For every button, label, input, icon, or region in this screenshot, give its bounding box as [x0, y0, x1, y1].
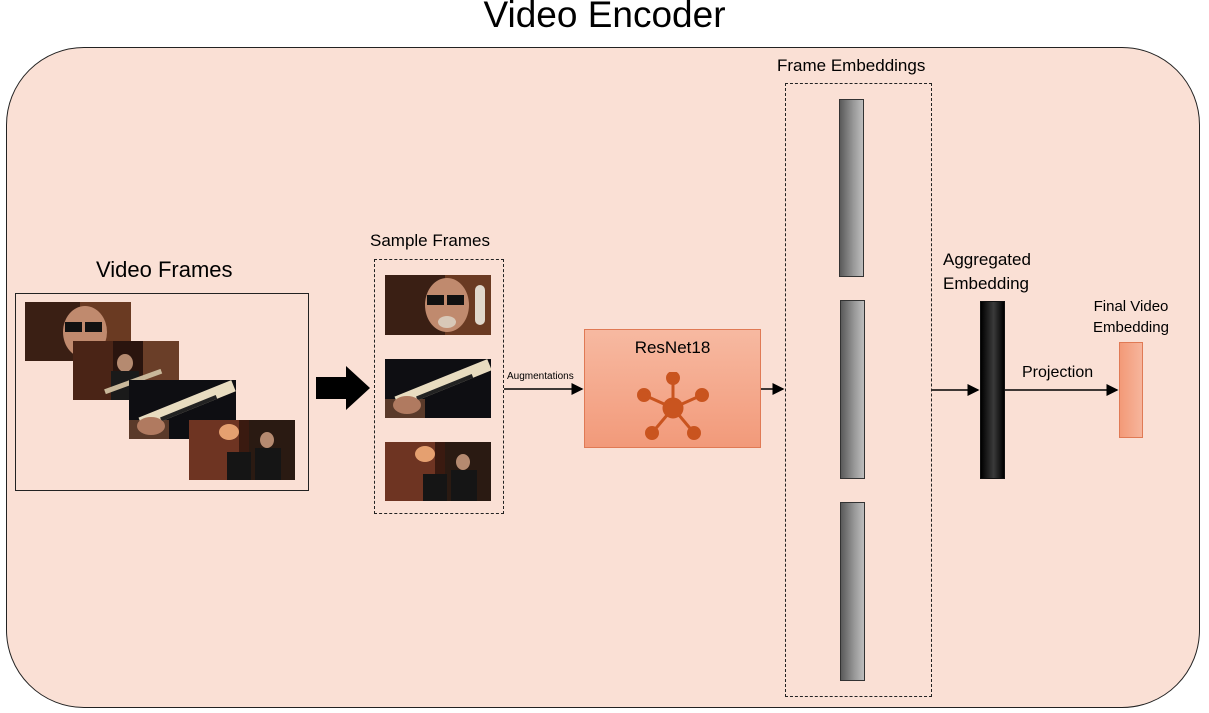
sample-frame-thumbnail	[385, 442, 491, 501]
final-video-embedding-label-line1: Final Video	[1093, 298, 1169, 315]
video-frames-box	[15, 293, 309, 491]
projection-label: Projection	[1022, 364, 1094, 381]
aggregated-embedding-label-line1: Aggregated	[943, 250, 1031, 269]
frame-embeddings-box	[785, 83, 932, 697]
sample-frame-thumbnail	[385, 275, 491, 335]
resnet18-block: ResNet18	[584, 329, 761, 448]
sample-frame-thumbnail	[385, 359, 491, 418]
aggregated-embedding-label-line2: Embedding	[943, 274, 1030, 293]
frame-embedding-vector	[840, 300, 865, 479]
frame-embedding-vector	[840, 502, 865, 681]
final-video-embedding-label-line2: Embedding	[1093, 319, 1169, 336]
resnet18-label: ResNet18	[634, 338, 711, 357]
final-video-embedding-vector	[1119, 342, 1143, 438]
frame-embeddings-label: Frame Embeddings	[777, 56, 926, 75]
frame-embedding-vector	[839, 99, 864, 277]
big-arrow-icon	[316, 366, 370, 410]
video-frames-label: Video Frames	[96, 257, 233, 282]
augmentations-label: Augmentations	[507, 371, 574, 382]
diagram-title: Video Encoder	[483, 0, 726, 35]
aggregated-embedding-vector	[980, 301, 1005, 479]
sample-frames-label: Sample Frames	[370, 231, 490, 250]
network-icon	[637, 372, 709, 440]
video-frame-thumbnail	[189, 420, 295, 480]
sample-frames-box	[374, 259, 504, 514]
final-video-embedding-label: Final Video Embedding	[1086, 296, 1176, 338]
aggregated-embedding-label: Aggregated Embedding	[943, 248, 1031, 296]
